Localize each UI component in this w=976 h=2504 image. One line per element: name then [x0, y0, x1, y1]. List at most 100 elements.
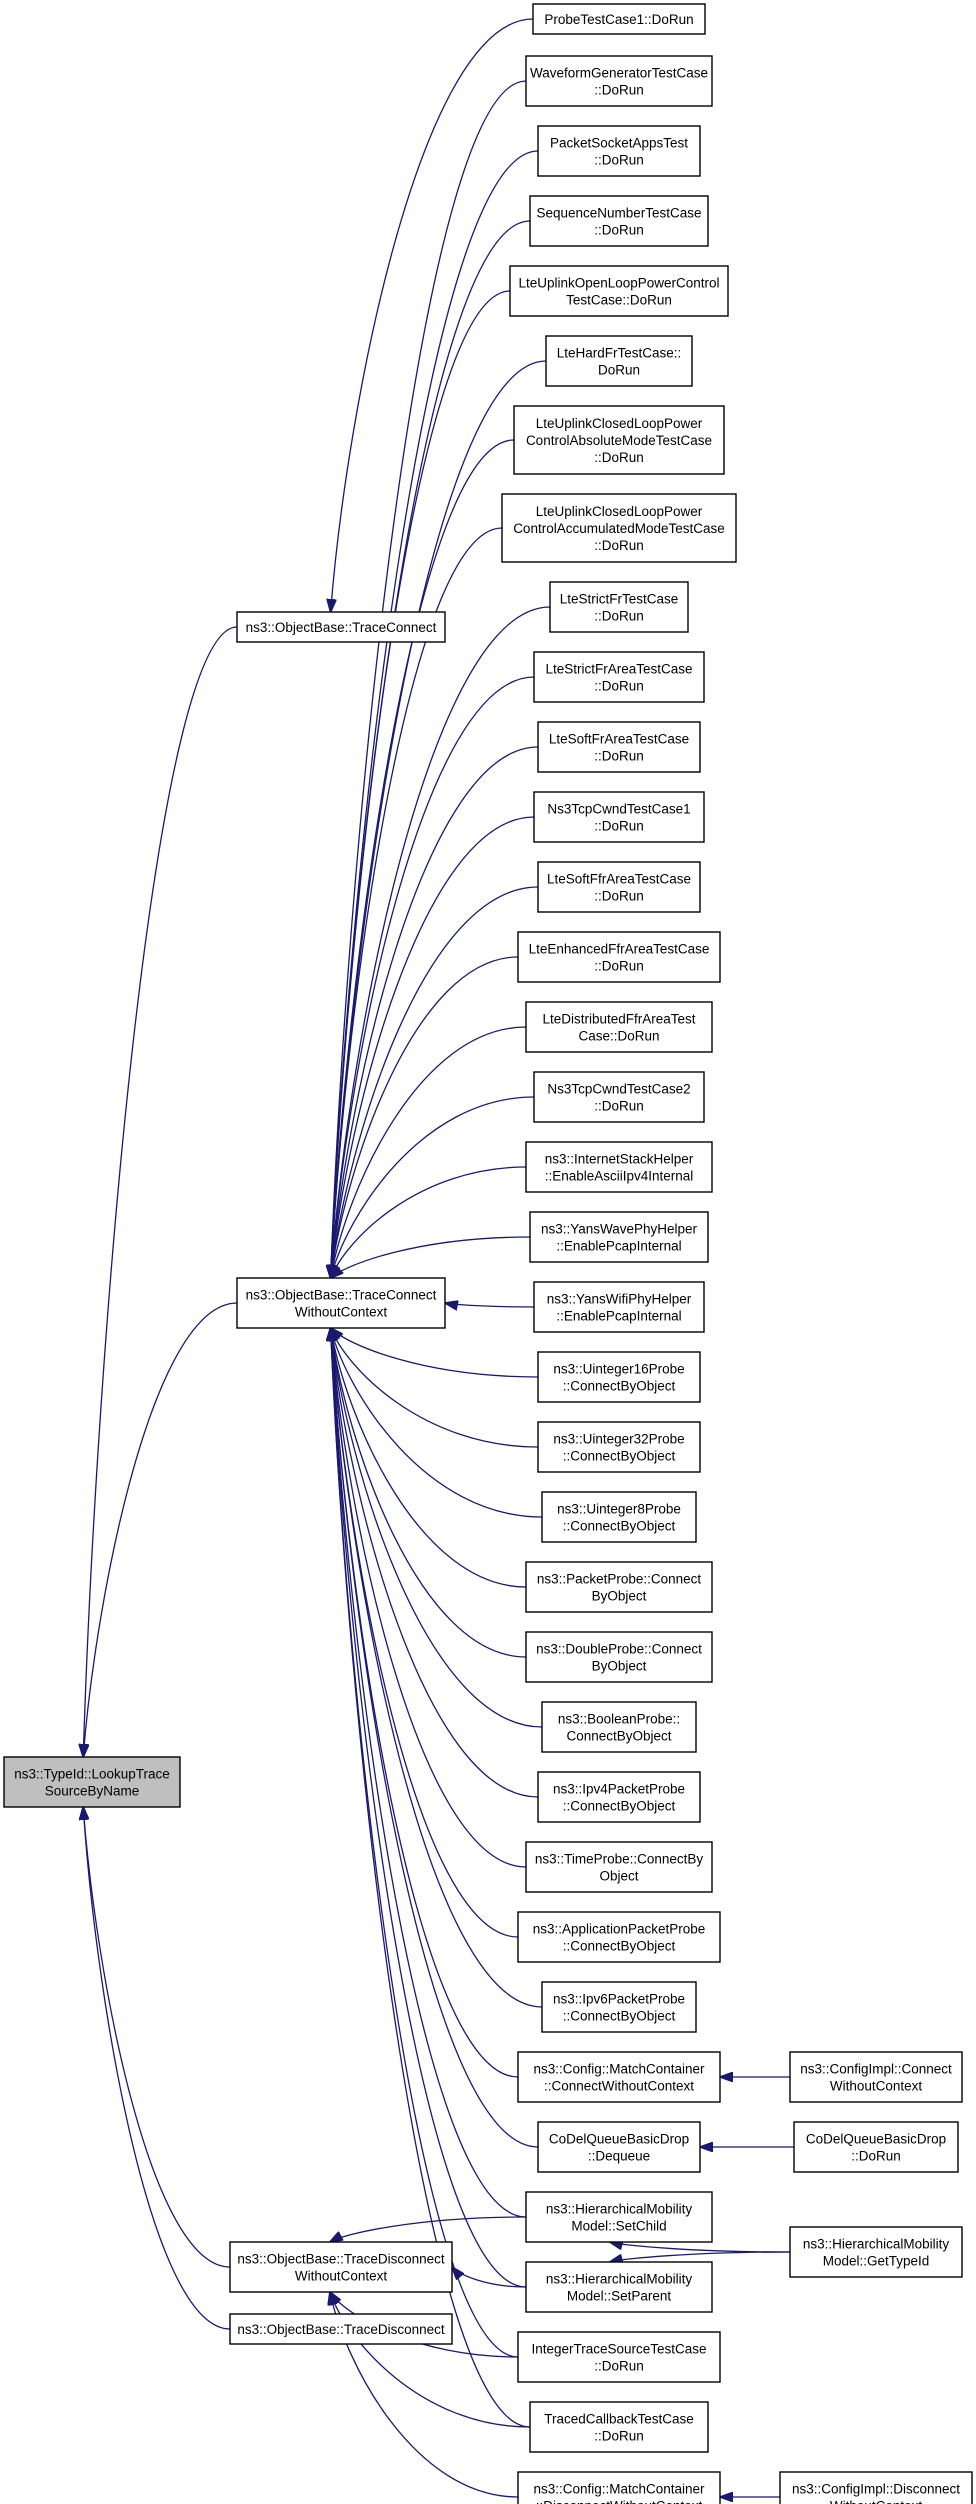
edge-timeprobe-to-traceconnect-wc	[331, 1328, 527, 1868]
node-label-line: ::DoRun	[594, 1098, 644, 1113]
node-label-line: ns3::YansWifiPhyHelper	[547, 1291, 692, 1306]
node-waveformgenerator[interactable]: WaveformGeneratorTestCase::DoRun	[525, 55, 713, 107]
node-label-line: WithoutContext	[830, 2498, 923, 2504]
node-ns3tcpcwnd1[interactable]: Ns3TcpCwndTestCase1::DoRun	[533, 791, 705, 843]
node-uinteger8probe[interactable]: ns3::Uinteger8Probe::ConnectByObject	[541, 1491, 697, 1543]
node-tracedisconnect-wc[interactable]: ns3::ObjectBase::TraceDisconnectWithoutC…	[229, 2241, 453, 2293]
edge-doubleprobe-to-traceconnect-wc	[331, 1328, 527, 1658]
node-label-line: DoRun	[598, 362, 640, 377]
node-integertracesource[interactable]: IntegerTraceSourceTestCase::DoRun	[517, 2331, 721, 2383]
node-label-line: ::DoRun	[594, 888, 644, 903]
node-label-line: LteUplinkClosedLoopPower	[536, 504, 703, 519]
node-label-line: ::DoRun	[594, 608, 644, 623]
node-box	[529, 1211, 709, 1263]
node-doubleprobe[interactable]: ns3::DoubleProbe::ConnectByObject	[525, 1631, 713, 1683]
node-box	[541, 1701, 697, 1753]
node-matchcontainer-connect[interactable]: ns3::Config::MatchContainer::ConnectWith…	[517, 2051, 721, 2103]
node-ltehardfr[interactable]: LteHardFrTestCase::DoRun	[545, 335, 693, 387]
node-label-line: ::ConnectByObject	[563, 1448, 676, 1463]
node-codelqueue-dorun[interactable]: CoDelQueueBasicDrop::DoRun	[793, 2121, 959, 2173]
edge-ns3tcpcwnd1-to-traceconnect-wc	[331, 816, 535, 1278]
edge-ltedistributedffr-to-traceconnect-wc	[331, 1026, 527, 1278]
node-label-line: LteSoftFrAreaTestCase	[549, 731, 689, 746]
node-tracedcallback[interactable]: TracedCallbackTestCase::DoRun	[529, 2401, 709, 2453]
node-label-line: ns3::InternetStackHelper	[545, 1151, 694, 1166]
node-hierarchical-setparent[interactable]: ns3::HierarchicalMobilityModel::SetParen…	[525, 2261, 713, 2313]
node-packetprobe[interactable]: ns3::PacketProbe::ConnectByObject	[525, 1561, 713, 1613]
node-codelqueue-dequeue[interactable]: CoDelQueueBasicDrop::Dequeue	[537, 2121, 701, 2173]
node-ltesoftfrarea[interactable]: LteSoftFrAreaTestCase::DoRun	[537, 721, 701, 773]
node-traceconnect[interactable]: ns3::ObjectBase::TraceConnect	[236, 611, 446, 643]
node-ltestrictfrarea[interactable]: LteStrictFrAreaTestCase::DoRun	[533, 651, 705, 703]
node-yanswifiphyhelper[interactable]: ns3::YansWifiPhyHelper::EnablePcapIntern…	[533, 1281, 705, 1333]
node-label-line: WaveformGeneratorTestCase	[530, 65, 708, 80]
node-box	[236, 611, 446, 643]
node-label-line: ns3::Uinteger16Probe	[553, 1361, 684, 1376]
node-ipv4packetprobe[interactable]: ns3::Ipv4PacketProbe::ConnectByObject	[537, 1771, 701, 1823]
node-configimpl-connect[interactable]: ns3::ConfigImpl::ConnectWithoutContext	[789, 2051, 963, 2103]
node-label-line: ::DoRun	[594, 538, 644, 553]
node-packetsocketapps[interactable]: PacketSocketAppsTest::DoRun	[537, 125, 701, 177]
node-box	[537, 861, 701, 913]
node-label-line: CoDelQueueBasicDrop	[549, 2131, 689, 2146]
node-label-line: ns3::Config::MatchContainer	[533, 2061, 705, 2076]
node-probetestcase1[interactable]: ProbeTestCase1::DoRun	[532, 3, 706, 35]
node-sequencenumber[interactable]: SequenceNumberTestCase::DoRun	[529, 195, 709, 247]
node-label-line: SequenceNumberTestCase	[536, 205, 701, 220]
node-box	[501, 493, 737, 563]
node-box	[532, 3, 706, 35]
edge-yanswavephyhelper-to-traceconnect-wc	[331, 1236, 531, 1278]
node-uinteger32probe[interactable]: ns3::Uinteger32Probe::ConnectByObject	[537, 1421, 701, 1473]
node-matchcontainer-disconnect[interactable]: ns3::Config::MatchContainer::DisconnectW…	[517, 2471, 721, 2504]
edge-uinteger32probe-to-traceconnect-wc	[331, 1328, 539, 1448]
node-ltesoftffrarea[interactable]: LteSoftFfrAreaTestCase::DoRun	[537, 861, 701, 913]
node-label-line: LteStrictFrTestCase	[560, 591, 679, 606]
node-traceconnect-wc[interactable]: ns3::ObjectBase::TraceConnectWithoutCont…	[236, 1277, 446, 1329]
edge-tracedisconnect-to-typeid	[83, 1807, 231, 2330]
node-label-line: ByObject	[592, 1658, 647, 1673]
node-label-line: ::DoRun	[851, 2148, 901, 2163]
node-hierarchical-gettypeid[interactable]: ns3::HierarchicalMobilityModel::GetTypeI…	[789, 2226, 963, 2278]
node-lteuplinkclosedabs[interactable]: LteUplinkClosedLoopPowerControlAbsoluteM…	[513, 405, 725, 475]
node-label-line: Model::GetTypeId	[823, 2253, 930, 2268]
node-label-line: PacketSocketAppsTest	[550, 135, 688, 150]
node-uinteger16probe[interactable]: ns3::Uinteger16Probe::ConnectByObject	[537, 1351, 701, 1403]
node-label-line: ns3::HierarchicalMobility	[803, 2236, 950, 2251]
node-lteuplinkopenloop[interactable]: LteUplinkOpenLoopPowerControlTestCase::D…	[509, 265, 729, 317]
node-label-line: LteUplinkClosedLoopPower	[536, 416, 703, 431]
edge-ltesoftffrarea-to-traceconnect-wc	[331, 886, 539, 1278]
node-timeprobe[interactable]: ns3::TimeProbe::ConnectByObject	[525, 1841, 713, 1893]
node-lteuplinkclosedacc[interactable]: LteUplinkClosedLoopPowerControlAccumulat…	[501, 493, 737, 563]
edge-hierarchical-gettypeid-to-hierarchical-setparent	[610, 2251, 791, 2262]
node-label-line: ::DoRun	[594, 818, 644, 833]
node-label-line: ::Dequeue	[588, 2148, 650, 2163]
node-booleanprobe[interactable]: ns3::BooleanProbe::ConnectByObject	[541, 1701, 697, 1753]
node-applicationpacketprobe[interactable]: ns3::ApplicationPacketProbe::ConnectByOb…	[517, 1911, 721, 1963]
edge-uinteger16probe-to-traceconnect-wc	[331, 1328, 539, 1378]
node-label-line: IntegerTraceSourceTestCase	[531, 2341, 706, 2356]
node-box	[537, 2121, 701, 2173]
node-ipv6packetprobe[interactable]: ns3::Ipv6PacketProbe::ConnectByObject	[541, 1981, 697, 2033]
node-lteenhancedffr[interactable]: LteEnhancedFfrAreaTestCase::DoRun	[517, 931, 721, 983]
node-label-line: ns3::BooleanProbe::	[558, 1711, 680, 1726]
node-box	[229, 2313, 453, 2345]
node-tracedisconnect[interactable]: ns3::ObjectBase::TraceDisconnect	[229, 2313, 453, 2345]
node-box	[517, 2051, 721, 2103]
node-box	[517, 931, 721, 983]
node-yanswavephyhelper[interactable]: ns3::YansWavePhyHelper::EnablePcapIntern…	[529, 1211, 709, 1263]
node-ltestrictfr[interactable]: LteStrictFrTestCase::DoRun	[549, 581, 689, 633]
node-box	[525, 1141, 713, 1193]
node-label-line: ::ConnectByObject	[563, 1518, 676, 1533]
node-label-line: ::DoRun	[594, 748, 644, 763]
node-configimpl-disconnect[interactable]: ns3::ConfigImpl::DisconnectWithoutContex…	[779, 2471, 973, 2504]
node-ns3tcpcwnd2[interactable]: Ns3TcpCwndTestCase2::DoRun	[533, 1071, 705, 1123]
node-internetstackhelper[interactable]: ns3::InternetStackHelper::EnableAsciiIpv…	[525, 1141, 713, 1193]
edge-waveformgenerator-to-traceconnect-wc	[331, 80, 527, 1278]
node-label-line: ns3::Ipv6PacketProbe	[553, 1991, 685, 2006]
edge-booleanprobe-to-traceconnect-wc	[331, 1328, 543, 1728]
